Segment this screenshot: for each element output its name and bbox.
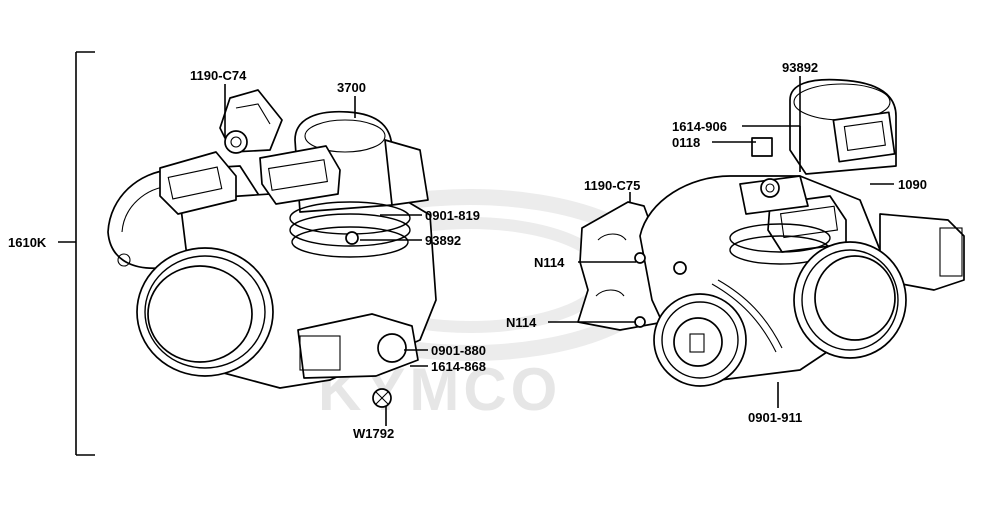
label-0901-911: 0901-911 <box>748 410 802 425</box>
label-W1792: W1792 <box>353 426 394 441</box>
label-93892-left: 93892 <box>425 233 461 248</box>
callout-labels: 1610K 1190-C74 3700 0901-819 93892 0901-… <box>8 60 927 441</box>
label-N114-lower: N114 <box>506 315 537 330</box>
leader-lines <box>224 76 894 426</box>
label-1090: 1090 <box>898 177 927 192</box>
assembly-bracket <box>58 51 95 456</box>
throttle-body-left <box>107 89 437 408</box>
throttle-body-right <box>577 78 965 387</box>
label-0901-880: 0901-880 <box>431 343 486 358</box>
label-1614-868: 1614-868 <box>431 359 486 374</box>
label-N114-upper: N114 <box>534 255 565 270</box>
label-3700: 3700 <box>337 80 366 95</box>
label-93892-right: 93892 <box>782 60 818 75</box>
label-0118: 0118 <box>672 135 700 150</box>
label-1190-C74: 1190-C74 <box>190 68 247 83</box>
label-1614-906: 1614-906 <box>672 119 727 134</box>
label-0901-819: 0901-819 <box>425 208 480 223</box>
label-1610K: 1610K <box>8 235 47 250</box>
label-1190-C75: 1190-C75 <box>584 178 640 193</box>
